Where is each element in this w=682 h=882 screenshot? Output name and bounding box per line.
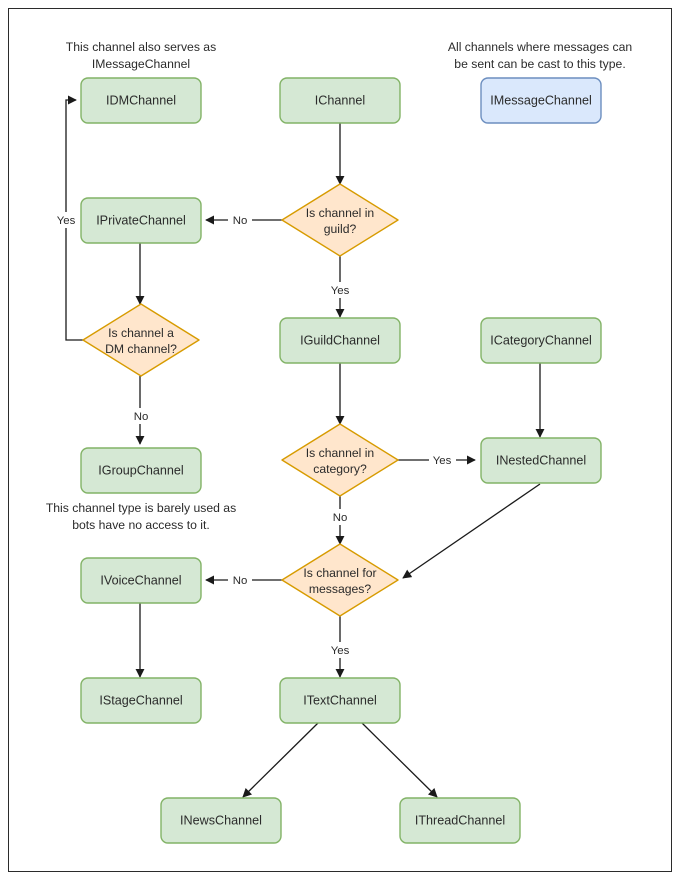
node-ithreadchannel-label: IThreadChannel bbox=[415, 813, 505, 827]
node-q-category-label-line2: category? bbox=[313, 462, 367, 476]
nodes-layer: IDMChannel IChannel IMessageChannel IPri… bbox=[80, 77, 602, 844]
node-idmchannel-label: IDMChannel bbox=[106, 93, 176, 107]
node-inestedchannel[interactable]: INestedChannel bbox=[480, 437, 602, 484]
note-message-line1: All channels where messages can bbox=[448, 40, 632, 54]
edge-inestedchannel-to-q-messages bbox=[402, 483, 541, 579]
node-itextchannel-label: ITextChannel bbox=[303, 693, 377, 707]
node-q-category-label-line1: Is channel in bbox=[306, 446, 374, 460]
node-q-messages[interactable]: Is channel for messages? bbox=[281, 543, 399, 617]
node-ichannel-label: IChannel bbox=[315, 93, 365, 107]
edge-label-q-guild-yes: Yes bbox=[331, 285, 350, 297]
note-message-line2: be sent can be cast to this type. bbox=[454, 57, 625, 71]
edge-label-q-messages-no: No bbox=[233, 575, 248, 587]
node-itextchannel[interactable]: ITextChannel bbox=[279, 677, 401, 724]
edge-itextchannel-to-ithreadchannel bbox=[361, 722, 438, 798]
node-igroupchannel-label: IGroupChannel bbox=[98, 463, 183, 477]
edge-itextchannel-to-inewschannel bbox=[242, 722, 319, 798]
node-igroupchannel[interactable]: IGroupChannel bbox=[80, 447, 202, 494]
node-q-guild[interactable]: Is channel in guild? bbox=[281, 183, 399, 257]
node-icategorychannel[interactable]: ICategoryChannel bbox=[480, 317, 602, 364]
node-q-messages-label-line2: messages? bbox=[309, 582, 372, 596]
node-q-guild-label-line2: guild? bbox=[324, 222, 357, 236]
node-iguildchannel[interactable]: IGuildChannel bbox=[279, 317, 401, 364]
node-q-dm-label-line2: DM channel? bbox=[105, 342, 177, 356]
node-iprivatechannel[interactable]: IPrivateChannel bbox=[80, 197, 202, 244]
edge-label-q-category-no: No bbox=[333, 512, 348, 524]
node-istagechannel-label: IStageChannel bbox=[99, 693, 182, 707]
node-q-dm[interactable]: Is channel a DM channel? bbox=[82, 303, 200, 377]
node-ivoicechannel-label: IVoiceChannel bbox=[100, 573, 181, 587]
node-istagechannel[interactable]: IStageChannel bbox=[80, 677, 202, 724]
node-inewschannel[interactable]: INewsChannel bbox=[160, 797, 282, 844]
node-icategorychannel-label: ICategoryChannel bbox=[490, 333, 592, 347]
edge-label-q-dm-yes: Yes bbox=[57, 215, 76, 227]
node-imessagechannel[interactable]: IMessageChannel bbox=[480, 77, 602, 124]
note-dm-line2: IMessageChannel bbox=[92, 57, 190, 71]
node-iguildchannel-label: IGuildChannel bbox=[300, 333, 380, 347]
node-idmchannel[interactable]: IDMChannel bbox=[80, 77, 202, 124]
edge-labels-layer: No Yes Yes No Yes No No Yes bbox=[54, 212, 456, 658]
node-q-guild-label-line1: Is channel in bbox=[306, 206, 374, 220]
note-group-line1: This channel type is barely used as bbox=[46, 501, 236, 515]
edge-label-q-messages-yes: Yes bbox=[331, 645, 350, 657]
note-dm-line1: This channel also serves as bbox=[66, 40, 216, 54]
node-iprivatechannel-label: IPrivateChannel bbox=[96, 213, 186, 227]
note-group-line2: bots have no access to it. bbox=[72, 518, 210, 532]
node-q-dm-label-line1: Is channel a bbox=[108, 326, 174, 340]
node-q-category[interactable]: Is channel in category? bbox=[281, 423, 399, 497]
edge-label-q-category-yes: Yes bbox=[433, 455, 452, 467]
notes-layer: This channel also serves as IMessageChan… bbox=[46, 40, 632, 532]
node-ichannel[interactable]: IChannel bbox=[279, 77, 401, 124]
node-inewschannel-label: INewsChannel bbox=[180, 813, 262, 827]
edge-label-q-guild-no: No bbox=[233, 215, 248, 227]
node-q-messages-label-line1: Is channel for bbox=[303, 566, 376, 580]
node-inestedchannel-label: INestedChannel bbox=[496, 453, 586, 467]
edge-label-q-dm-no: No bbox=[134, 411, 149, 423]
node-ithreadchannel[interactable]: IThreadChannel bbox=[399, 797, 521, 844]
node-imessagechannel-label: IMessageChannel bbox=[490, 93, 592, 107]
node-ivoicechannel[interactable]: IVoiceChannel bbox=[80, 557, 202, 604]
